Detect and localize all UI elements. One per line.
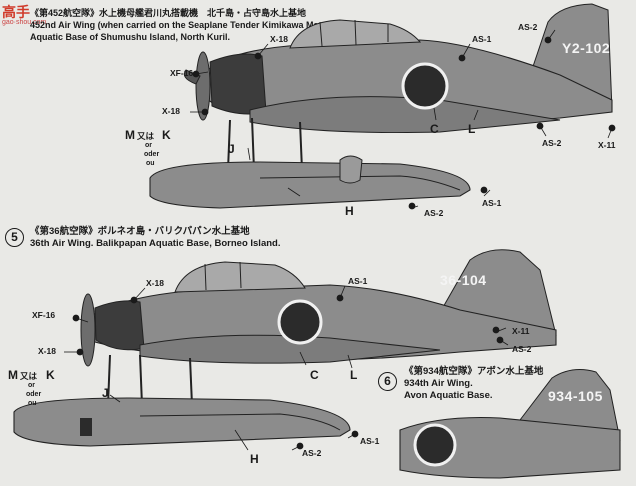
- section6-number: 6: [378, 372, 397, 391]
- callout-l-b: L: [350, 368, 358, 382]
- section5-title-en: 36th Air Wing. Balikpapan Aquatic Base, …: [30, 238, 281, 249]
- callout-ou-b: ou: [28, 400, 37, 407]
- callout-xf16-a: XF-16: [170, 68, 194, 78]
- callout-h-b: H: [250, 452, 259, 466]
- tail-code-c: 934-105: [548, 388, 603, 404]
- callout-x18-a: X-18: [270, 34, 288, 44]
- callout-as2-e: AS-2: [302, 448, 322, 458]
- callout-x18-b: X-18: [162, 106, 180, 116]
- callout-as1-c: AS-1: [348, 276, 368, 286]
- callout-as2-b: AS-2: [542, 138, 562, 148]
- callout-mata-b: 又は: [20, 371, 38, 381]
- tail-code-b: 36-104: [440, 272, 487, 288]
- callout-ou-a: ou: [146, 160, 155, 167]
- callout-as2-d: AS-2: [512, 344, 532, 354]
- callout-as2-c: AS-2: [424, 208, 444, 218]
- callout-j-b: J: [102, 386, 109, 400]
- section5-number: 5: [5, 228, 24, 247]
- section6-title-en2: Avon Aquatic Base.: [404, 390, 493, 401]
- watermark-url: gao·shou.com: [2, 19, 47, 26]
- callout-c-b: C: [310, 368, 319, 382]
- watermark-logo: 高手: [2, 4, 30, 20]
- section6-title-jp: 《第934航空隊》アボン水上基地: [404, 366, 544, 377]
- callout-x11-a: X-11: [598, 140, 616, 150]
- callout-mata-a: 又は: [137, 131, 155, 141]
- section6-title-en1: 934th Air Wing.: [404, 378, 473, 389]
- callout-m-b: M: [8, 368, 18, 382]
- callout-oder-b: oder: [26, 391, 42, 398]
- callout-xf16-b: XF-16: [32, 310, 56, 320]
- callout-as1-b: AS-1: [482, 198, 502, 208]
- section4-title-en: 452nd Air Wing (when carried on the Seap…: [30, 20, 333, 30]
- callout-k-b: K: [46, 368, 55, 382]
- callout-x18-d: X-18: [38, 346, 56, 356]
- section4-title-jp: 《第452航空隊》水上機母艦君川丸搭載機 北千島・占守島水上基地: [30, 8, 307, 18]
- callout-x11-b: X-11: [512, 326, 530, 336]
- callout-j-a: J: [228, 142, 235, 156]
- callout-as1-a: AS-1: [472, 34, 492, 44]
- callout-l-a: L: [468, 122, 476, 136]
- section5-title-jp: 《第36航空隊》ボルネオ島・バリクパパン水上基地: [30, 226, 250, 237]
- callout-oder-a: oder: [144, 151, 160, 158]
- callout-k-a: K: [162, 128, 171, 142]
- callout-c-a: C: [430, 122, 439, 136]
- tail-code-a: Y2-102: [562, 40, 611, 56]
- aircraft-1: [149, 3, 613, 209]
- callout-m-a: M: [125, 128, 135, 142]
- callout-as1-d: AS-1: [360, 436, 380, 446]
- callout-as2-a: AS-2: [518, 22, 538, 32]
- aircraft-3: [399, 369, 621, 479]
- section4-title-en2: Aquatic Base of Shumushu Island, North K…: [30, 32, 231, 42]
- callout-or-b: or: [28, 382, 35, 389]
- callout-x18-c: X-18: [146, 278, 164, 288]
- callout-or-a: or: [145, 142, 152, 149]
- callout-h-a: H: [345, 204, 354, 218]
- aircraft-2: [13, 249, 557, 447]
